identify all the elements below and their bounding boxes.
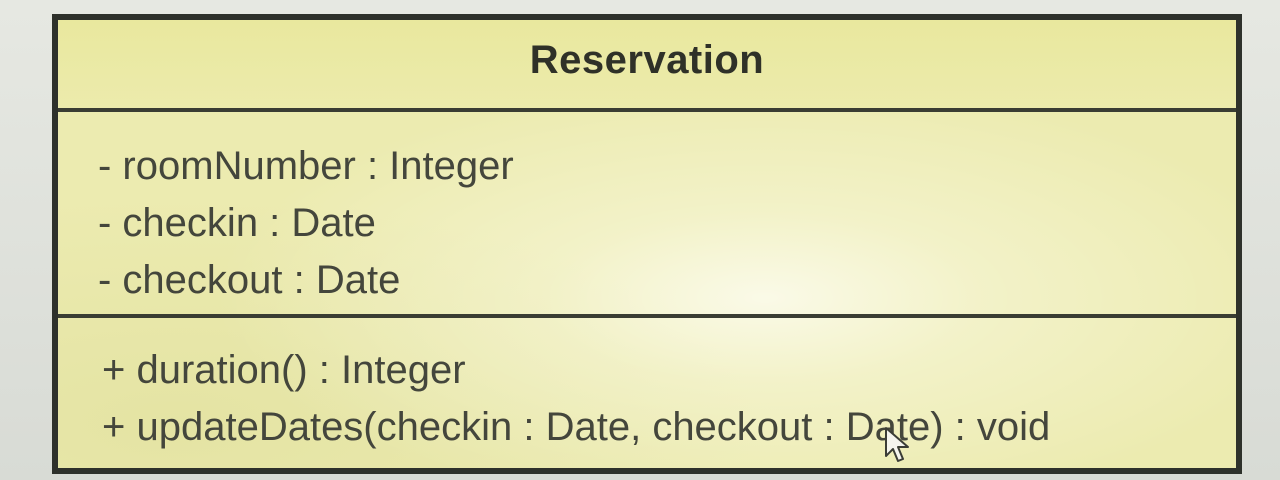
attribute-checkin: - checkin : Date bbox=[98, 201, 376, 245]
attribute-room-number: - roomNumber : Integer bbox=[98, 144, 514, 188]
uml-class-box: Reservation - roomNumber : Integer - che… bbox=[52, 14, 1242, 474]
operations-compartment: + duration() : Integer + updateDates(che… bbox=[58, 318, 1236, 468]
class-name-compartment: Reservation bbox=[58, 20, 1236, 112]
operation-duration: + duration() : Integer bbox=[102, 348, 466, 392]
class-name: Reservation bbox=[529, 37, 765, 82]
attribute-checkout: - checkout : Date bbox=[98, 258, 401, 302]
operation-update-dates: + updateDates(checkin : Date, checkout :… bbox=[102, 405, 1051, 449]
attributes-compartment: - roomNumber : Integer - checkin : Date … bbox=[58, 112, 1236, 318]
